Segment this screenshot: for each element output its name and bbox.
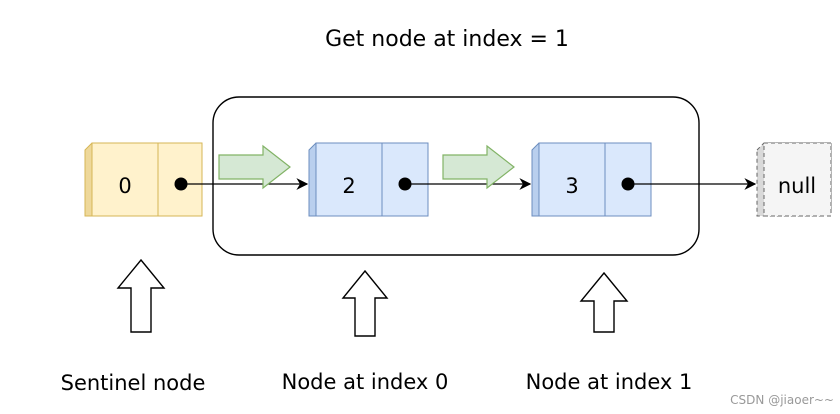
up-arrow-node1 bbox=[579, 271, 629, 333]
node-0-value-cell bbox=[315, 142, 383, 217]
null-node: null bbox=[756, 142, 832, 217]
label-node-index-1: Node at index 1 bbox=[526, 370, 693, 394]
up-arrow-sentinel bbox=[116, 258, 166, 333]
label-node-index-0: Node at index 0 bbox=[282, 370, 449, 394]
traversal-arrow-1 bbox=[218, 144, 291, 190]
node-1-value: 3 bbox=[565, 174, 578, 198]
sentinel-value-cell bbox=[91, 142, 159, 217]
node-index-1: 3 bbox=[531, 142, 652, 217]
diagram-title: Get node at index = 1 bbox=[325, 27, 569, 52]
node-1-value-cell bbox=[538, 142, 606, 217]
sentinel-value: 0 bbox=[118, 174, 131, 198]
watermark: CSDN @jiaoer~~ bbox=[730, 393, 834, 407]
null-value: null bbox=[778, 174, 816, 198]
node-0-value: 2 bbox=[342, 174, 355, 198]
highlight-box bbox=[212, 96, 700, 256]
up-arrow-node0 bbox=[341, 269, 389, 337]
sentinel-node: 0 bbox=[84, 142, 203, 217]
node-index-0: 2 bbox=[308, 142, 429, 217]
label-sentinel-node: Sentinel node bbox=[61, 371, 206, 395]
node-1-pointer-cell bbox=[604, 142, 652, 217]
traversal-arrow-2 bbox=[442, 144, 515, 190]
